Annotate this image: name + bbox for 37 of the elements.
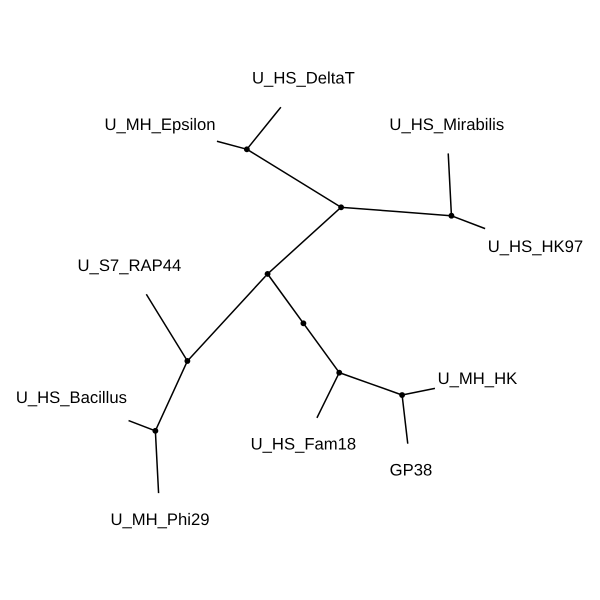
node-point [399,392,406,398]
connector [268,276,302,322]
node-text: GP38 [390,460,432,480]
node-text: U_HS_Mirabilis [389,115,504,134]
connector [268,208,340,273]
node-point [336,370,342,376]
connector [248,106,282,148]
node-text: U_MH_Phi29 [110,510,210,529]
node-text: U_MH_Epsilon [104,115,216,134]
node-text: U_MH_HK [438,369,518,388]
node-point [264,271,270,277]
connector [248,150,340,206]
connector [447,153,452,214]
connector [146,294,187,360]
node-point [300,320,306,326]
node-text: U_HS_Bacillus [16,388,127,407]
connector [156,363,187,429]
connector [128,420,154,431]
node-text: U_S7_RAP44 [78,256,182,275]
node-point [244,146,250,152]
node-point [152,428,158,434]
node-point [338,204,344,210]
connector [402,397,408,444]
connector [343,206,450,216]
connector [216,140,245,150]
node-point [448,212,454,219]
connector [154,433,160,494]
connector [304,324,338,372]
node-text: U_HS_Fam18 [250,434,356,454]
connector [404,388,436,396]
connector [188,276,266,360]
connector [453,216,486,230]
node-point [184,358,190,364]
connector [341,372,400,395]
connector [316,374,339,418]
node-text: U_HS_HK97 [488,237,584,256]
node-text: U_HS_DeltaT [252,68,355,88]
